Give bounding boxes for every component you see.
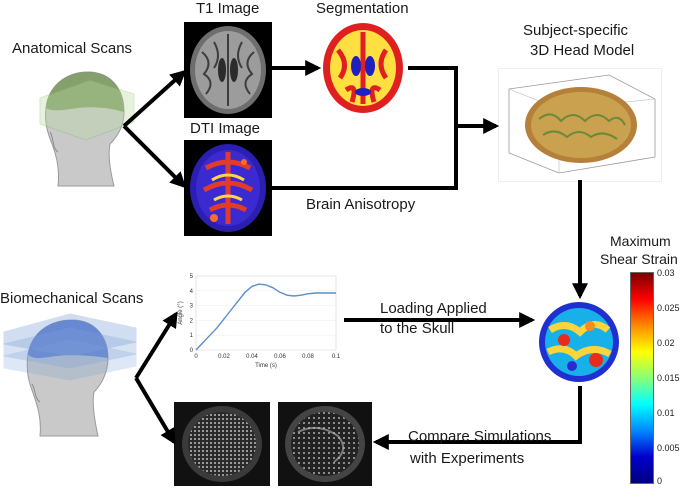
- biomechanical-scans-label: Biomechanical Scans: [0, 290, 144, 307]
- loading-label-line2: to the Skull: [380, 320, 455, 337]
- experiment-image-2: [278, 402, 372, 486]
- model-label-line1: Subject-specific: [523, 22, 629, 39]
- strain-title-line2: Shear Strain: [600, 251, 678, 267]
- segmentation-image: [318, 20, 408, 116]
- 3d-head-model-image: [498, 68, 662, 182]
- y-tick-label: 3: [190, 304, 194, 310]
- y-tick-label: 0: [190, 348, 194, 354]
- x-tick-label: 0.04: [246, 354, 258, 360]
- x-tick-label: 0.08: [302, 354, 314, 360]
- colorbar-tick: 0.01: [657, 408, 675, 418]
- colorbar-tick: 0.025: [657, 303, 680, 313]
- segmentation-label: Segmentation: [316, 0, 409, 17]
- y-tick-label: 1: [190, 333, 194, 339]
- colorbar-tick: 0.02: [657, 338, 675, 348]
- brain-anisotropy-label: Brain Anisotropy: [306, 196, 416, 213]
- x-tick-label: 0.1: [332, 354, 341, 360]
- series-line: [195, 283, 336, 351]
- y-tick-label: 4: [190, 289, 194, 295]
- compare-label-line1: Compare Simulations: [408, 428, 552, 445]
- biomechanical-head-image: [3, 313, 137, 437]
- compare-label-line2: with Experiments: [410, 450, 525, 467]
- colorbar-tick: 0.03: [657, 268, 675, 278]
- x-tick-label: 0.06: [274, 354, 286, 360]
- y-tick-label: 5: [190, 274, 194, 280]
- model-label-line2: 3D Head Model: [530, 42, 635, 59]
- x-tick-label: 0.02: [218, 354, 230, 360]
- t1-image: [184, 22, 272, 118]
- t1-image-label: T1 Image: [196, 0, 260, 17]
- anatomical-head-image: [39, 71, 135, 187]
- strain-title-line1: Maximum: [610, 233, 671, 249]
- colorbar-tick: 0.005: [657, 443, 680, 453]
- y-tick-label: 2: [190, 318, 194, 324]
- loading-label-line1: Loading Applied: [380, 300, 487, 317]
- y-axis-label: Angle (°): [178, 301, 184, 324]
- experiment-image-1: [174, 402, 270, 486]
- anatomical-scans-label: Anatomical Scans: [12, 40, 133, 57]
- strain-colorbar: [630, 272, 654, 484]
- colorbar-tick: 0.015: [657, 373, 680, 383]
- x-tick-label: 0: [194, 354, 198, 360]
- x-axis-label: Time (s): [255, 363, 277, 369]
- dti-image-label: DTI Image: [190, 120, 261, 137]
- colorbar-tick: 0: [657, 476, 663, 486]
- dti-image: [184, 140, 272, 236]
- strain-map-image: [536, 300, 622, 384]
